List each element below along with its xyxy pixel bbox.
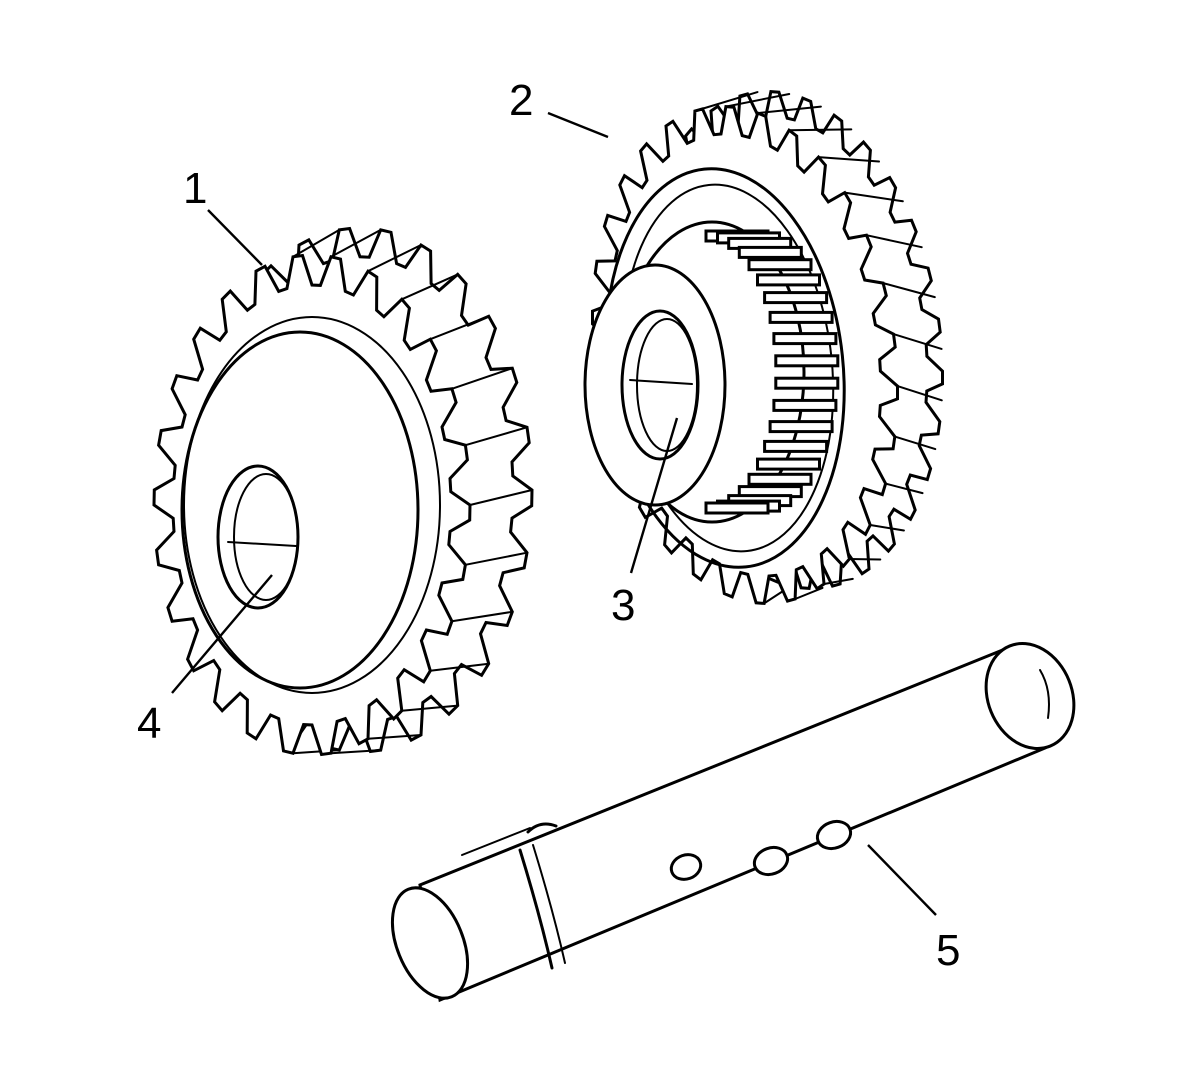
shaft-notch <box>526 822 558 834</box>
right-gear-helix-edge <box>893 435 937 451</box>
needle-roller <box>756 457 821 471</box>
leader-3 <box>629 417 679 574</box>
needle-roller <box>747 472 813 486</box>
right-gear-helix-edge <box>882 282 936 299</box>
needle-roller <box>737 245 803 259</box>
callout-5: 5 <box>936 926 960 975</box>
left-gear-hub-face <box>180 330 420 690</box>
right-gear-helix-edge <box>693 91 759 112</box>
left-gear-tooth-edge <box>367 244 422 273</box>
needle-roller <box>763 439 829 453</box>
needle-roller <box>772 332 838 346</box>
callout-1: 1 <box>183 164 207 213</box>
needle-roller <box>774 354 840 368</box>
shaft <box>390 642 1076 1003</box>
left-gear-hub-step <box>183 316 441 694</box>
left-gear-tooth-edge <box>469 489 533 506</box>
left-gear-tooth-edge <box>330 228 382 258</box>
left-gear-tooth-edge <box>292 228 341 258</box>
callout-4: 4 <box>137 699 161 748</box>
right-gear-helix-edge <box>865 234 923 249</box>
right-gear-helix-edge <box>848 558 882 561</box>
callout-2: 2 <box>509 76 533 125</box>
right-gear-helix-edge <box>724 93 791 108</box>
leader-1 <box>207 209 263 266</box>
left-gear-tooth-edge <box>400 704 459 712</box>
right-gear-helix-edge <box>869 524 905 532</box>
left-gear-tooth-edge <box>464 551 528 566</box>
shaft-oil-hole-1 <box>669 853 703 881</box>
shaft-oil-hole-2 <box>752 845 790 877</box>
right-gear-helix-edge <box>823 577 854 585</box>
needle-roller <box>768 420 834 434</box>
needle-roller <box>774 376 840 390</box>
left-gear-tooth-edge <box>450 610 514 623</box>
needle-roller <box>704 501 770 515</box>
needle-roller <box>768 310 834 324</box>
leader-4 <box>171 574 273 694</box>
shaft-far-end <box>984 642 1076 750</box>
right-gear-helix-edge <box>756 105 822 115</box>
left-gear-bore-inner <box>233 473 299 601</box>
left-gear-tooth-edge <box>464 426 528 447</box>
right-gear-keyway <box>629 379 693 385</box>
shaft-near-end <box>390 886 470 1000</box>
leader-2 <box>547 111 609 139</box>
left-gear-tooth-edge <box>367 734 422 740</box>
left-gear-tooth-edge <box>330 749 382 755</box>
right-gear-helix-edge <box>788 128 853 132</box>
needle-roller <box>772 398 838 412</box>
left-gear-tooth-edge <box>450 367 514 390</box>
shaft-flat-edge <box>461 827 531 856</box>
shaft-far-end-chamfer <box>1039 669 1050 719</box>
left-gear-tooth-edge <box>429 662 490 672</box>
right-helical-gear <box>583 90 944 605</box>
needle-roller <box>747 258 813 272</box>
right-gear-helix-edge <box>896 385 943 402</box>
shaft-groove-2 <box>532 844 566 964</box>
left-gear-keyway <box>227 541 297 547</box>
callout-3: 3 <box>611 581 635 630</box>
right-gear-helical-ridges <box>693 91 943 605</box>
leader-5 <box>867 844 937 916</box>
shaft-groove-1 <box>518 848 554 970</box>
left-gear-tooth-ridges <box>292 228 533 755</box>
right-gear-helix-edge <box>817 156 880 163</box>
right-gear-helix-edge <box>884 482 924 495</box>
needle-roller <box>756 273 821 287</box>
left-gear-tooth-edge <box>429 315 490 341</box>
right-gear-helix-edge <box>843 191 904 203</box>
needle-roller <box>763 291 829 305</box>
left-spur-gear <box>152 226 534 757</box>
left-gear-tooth-edge <box>400 273 459 301</box>
shaft-oil-hole-3 <box>815 819 853 851</box>
right-gear-helix-edge <box>892 333 943 350</box>
